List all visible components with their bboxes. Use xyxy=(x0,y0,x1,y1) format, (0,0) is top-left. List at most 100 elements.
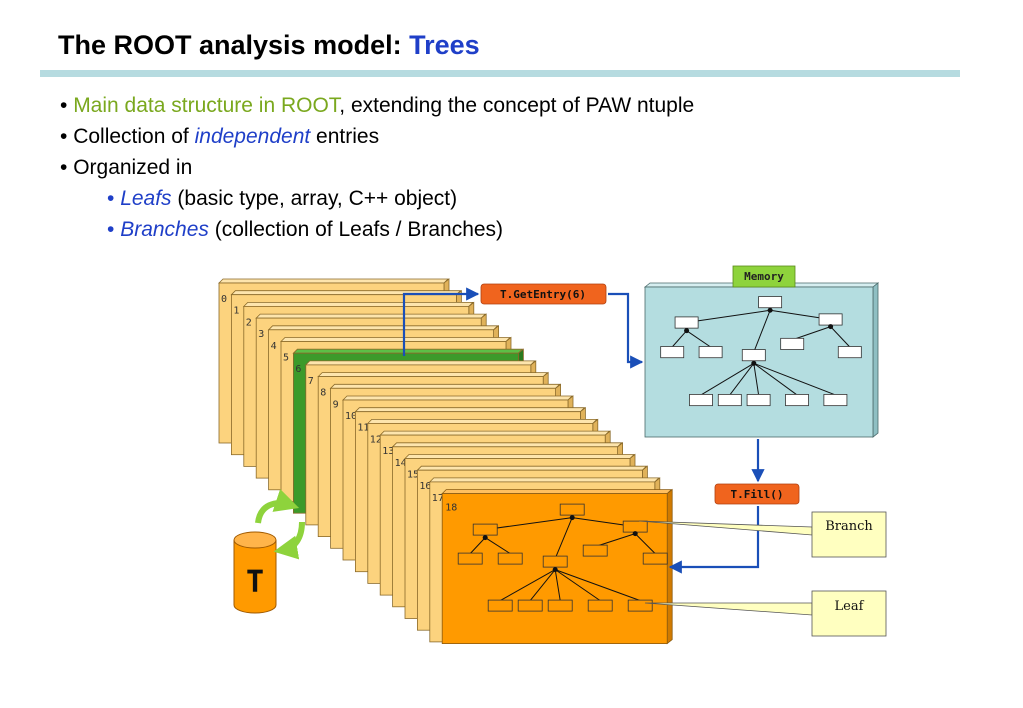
tree-edge xyxy=(634,533,656,554)
tree-edge xyxy=(554,517,573,559)
branch-box xyxy=(472,523,498,536)
entry-number: 0 xyxy=(221,294,227,305)
tree-edge xyxy=(555,569,641,602)
bullet-1-highlight: Main data structure in ROOT xyxy=(73,94,340,117)
leaf-callout-box xyxy=(811,590,887,637)
sub-bullet-2-text: (collection of Leafs / Branches) xyxy=(208,218,504,241)
tree-edge xyxy=(729,363,755,396)
branch-box xyxy=(818,313,843,326)
entry-page-top xyxy=(379,430,611,436)
entry-page-top xyxy=(255,313,487,319)
leaf-box xyxy=(785,394,809,407)
tree-edge xyxy=(753,362,836,396)
leaf-box xyxy=(627,599,653,612)
get-entry-box xyxy=(480,283,607,305)
entry-number: 4 xyxy=(271,341,277,352)
entry-number: 15 xyxy=(407,470,419,481)
slide-title: The ROOT analysis model: Trees xyxy=(58,30,480,61)
sub-bullet-2-emphasis: Branches xyxy=(120,218,209,241)
active-entry-page: 18 xyxy=(441,488,673,645)
leaf-box xyxy=(660,346,685,359)
leaf-box xyxy=(689,394,713,407)
entry-number: 2 xyxy=(246,317,252,328)
title-underline xyxy=(40,70,960,77)
tree-edge xyxy=(753,363,760,396)
leaf-box xyxy=(698,346,723,359)
leaf-box xyxy=(780,337,805,350)
tree-edge xyxy=(469,537,486,554)
get-entry-arrow-in xyxy=(402,287,480,356)
cycle-arrow-up xyxy=(255,489,300,524)
branch-box xyxy=(674,316,699,329)
fill-arrow-out xyxy=(668,506,760,574)
memory-panel: Memory xyxy=(643,265,880,438)
tree-edge xyxy=(485,517,573,531)
branch-box xyxy=(741,349,766,362)
entry-number: 10 xyxy=(345,411,357,422)
entry-page-top xyxy=(280,337,511,342)
bullet-3: • Organized in xyxy=(60,156,193,179)
tree-edge xyxy=(830,326,851,348)
tree-edge xyxy=(554,569,561,601)
branch-callout-box xyxy=(811,511,887,558)
bullet-2: • Collection of independent entries xyxy=(60,125,380,148)
cylinder-top xyxy=(233,531,277,549)
entry-page-top xyxy=(404,454,635,459)
leaf-box xyxy=(487,599,513,612)
entry-number: 18 xyxy=(445,503,457,514)
tree-edge xyxy=(792,326,831,341)
get-entry-label: T.GetEntry(6) xyxy=(500,288,586,301)
leaf-box xyxy=(823,394,848,407)
entry-page-top xyxy=(342,395,573,401)
tree-edge xyxy=(595,533,636,548)
branch-box xyxy=(622,520,648,533)
fill-box xyxy=(714,483,800,505)
entry-page-top xyxy=(329,383,561,389)
tree-symbol: T xyxy=(246,565,264,600)
memory-label-box xyxy=(732,265,796,288)
entry-page-top xyxy=(304,360,536,366)
entry-page-top xyxy=(416,465,648,471)
get-entry-arrow-out xyxy=(608,292,644,369)
sub-bullet-1-emphasis: Leafs xyxy=(120,187,172,210)
entry-number: 12 xyxy=(370,434,382,445)
title-main: The ROOT analysis model: xyxy=(58,30,410,60)
bullet-1-text: , extending the concept of PAW ntuple xyxy=(339,94,695,117)
entry-page-top xyxy=(267,325,499,331)
fill-label: T.Fill() xyxy=(731,488,784,501)
entry-number: 1 xyxy=(233,306,239,317)
entry-number: 17 xyxy=(432,493,444,504)
memory-label: Memory xyxy=(744,270,784,283)
sub-bullet-1-text: (basic type, array, C++ object) xyxy=(171,187,458,210)
bullet-3-text: Organized in xyxy=(73,156,193,179)
leaf-box xyxy=(746,394,771,407)
entry-number: 3 xyxy=(258,329,264,340)
entry-number: 5 xyxy=(283,353,289,364)
leaf-box xyxy=(582,544,608,557)
title-accent: Trees xyxy=(409,30,480,60)
leaf-box xyxy=(497,552,523,565)
branch-callout-label: Branch xyxy=(825,519,873,534)
entry-number: 7 xyxy=(308,376,314,387)
leaf-box xyxy=(517,599,543,612)
bullet-2-post: entries xyxy=(310,125,380,148)
cycle-arrow-down xyxy=(273,521,305,560)
entry-number: 9 xyxy=(333,399,339,410)
tree-edge xyxy=(671,330,687,348)
entry-number: 8 xyxy=(320,388,326,399)
branch-box xyxy=(559,503,585,516)
sub-bullet-2: • Branches (collection of Leafs / Branch… xyxy=(107,218,504,241)
entry-page-top xyxy=(391,442,623,448)
tree-edge xyxy=(499,569,556,602)
bullet-2-emphasis: independent xyxy=(194,125,311,148)
leaf-callout-label: Leaf xyxy=(835,599,865,614)
sub-bullet-1: • Leafs (basic type, array, C++ object) xyxy=(107,187,458,210)
leaf-box xyxy=(717,394,742,407)
tree-edge xyxy=(700,362,755,396)
entry-page-top xyxy=(366,418,598,424)
entry-number: 13 xyxy=(382,446,394,457)
branch-box xyxy=(758,296,783,309)
tree-edge xyxy=(484,537,511,555)
